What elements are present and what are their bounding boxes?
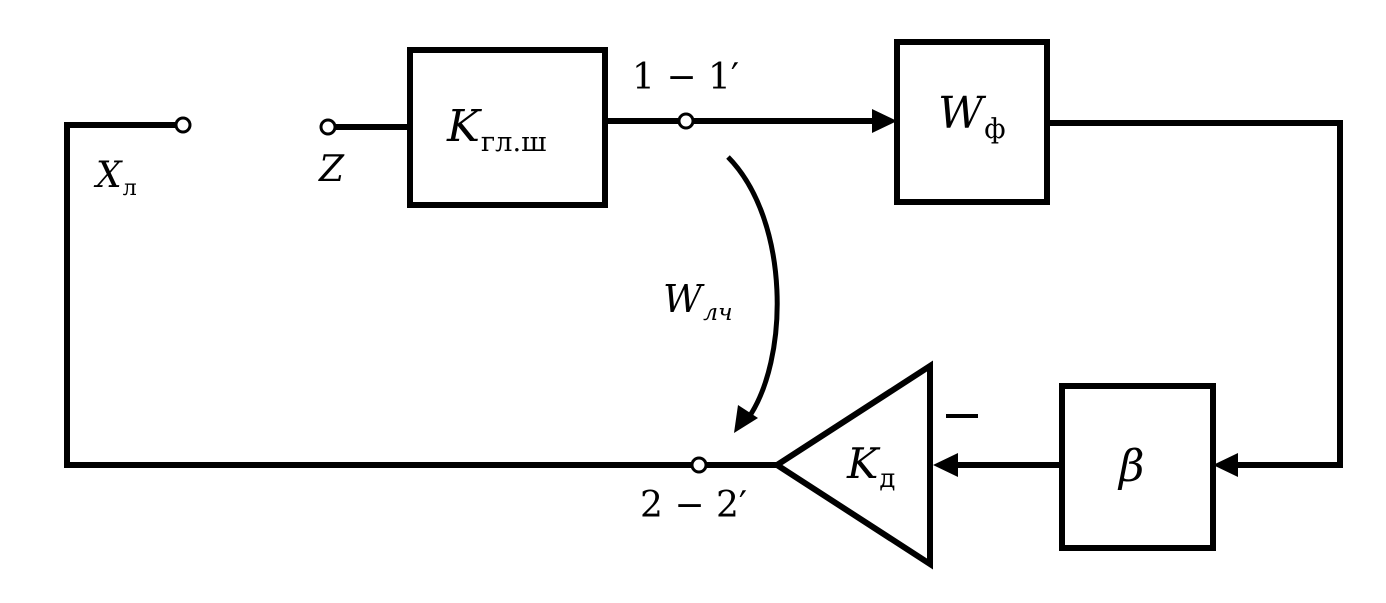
- terminal-x-l: [174, 116, 192, 134]
- terminal-z: [319, 118, 337, 136]
- label-k-main: Kгл.ш: [447, 105, 547, 156]
- wire-input-left: [64, 122, 697, 468]
- label-w-lch-main: W: [663, 277, 703, 321]
- label-beta-main: β: [1119, 441, 1145, 492]
- arrowhead-into-amplifier: [933, 453, 958, 477]
- arrowhead-w-lch: [734, 405, 758, 433]
- terminal-point-1: [677, 112, 695, 130]
- label-x-l-sub: л: [122, 174, 137, 201]
- w-lch-curved-arrow: [726, 155, 780, 422]
- beta-block: [1059, 383, 1216, 551]
- label-beta: β: [1119, 445, 1144, 489]
- label-z-main: Z: [319, 149, 345, 190]
- label-k-main-main: K: [447, 101, 480, 152]
- label-k-main-sub: гл.ш: [480, 126, 547, 158]
- label-k-d: Kд: [847, 443, 895, 493]
- label-x-l-main: X: [96, 155, 122, 196]
- k-d-amplifier: [771, 360, 933, 570]
- k-main-block: [407, 47, 608, 208]
- label-point-1: 1 − 1′: [632, 57, 740, 98]
- label-k-d-sub: д: [879, 464, 896, 495]
- terminal-point-2: [690, 456, 708, 474]
- arrowhead-into-wf: [872, 109, 897, 133]
- label-w-filter: Wф: [938, 92, 1006, 143]
- label-w-lch: Wлч: [663, 277, 733, 324]
- label-x-l: Xл: [96, 155, 137, 199]
- label-z: Z: [319, 152, 344, 188]
- label-w-lch-sub: лч: [703, 298, 733, 327]
- label-point-2: 2 − 2′: [640, 485, 748, 526]
- label-w-filter-sub: ф: [984, 113, 1006, 145]
- label-k-d-main: K: [847, 439, 879, 488]
- wire-wf-to-beta: [1044, 120, 1343, 468]
- label-w-filter-main: W: [938, 88, 984, 139]
- arrowhead-into-beta: [1213, 453, 1238, 477]
